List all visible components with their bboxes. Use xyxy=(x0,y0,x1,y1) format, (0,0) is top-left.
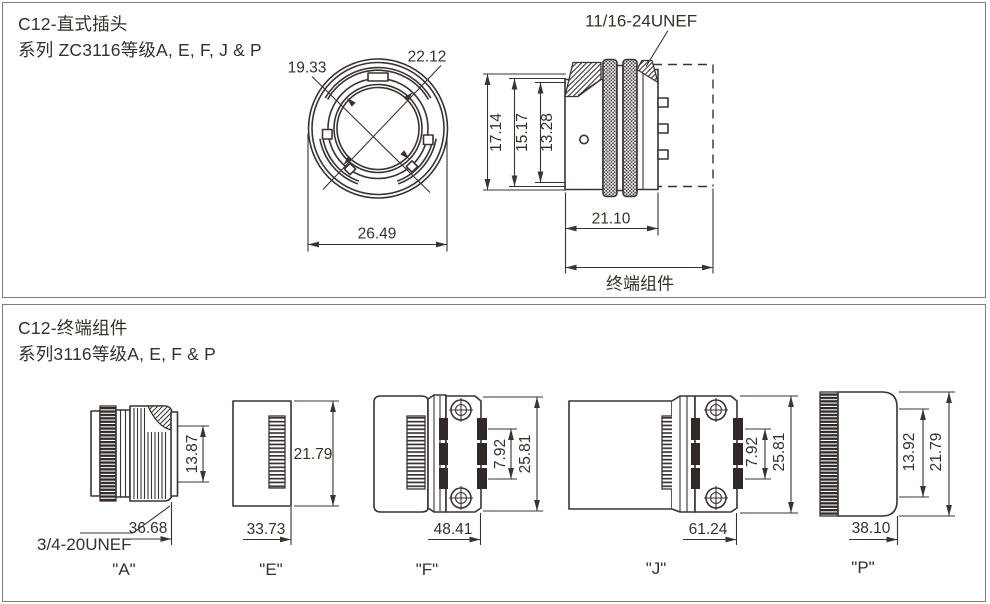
cable-clamp-hatch xyxy=(564,61,602,98)
dim-j-height: 25.81 xyxy=(740,395,798,514)
contact-pins xyxy=(657,97,669,160)
screw-bottom xyxy=(704,486,728,510)
dim-p-length-value: 38.10 xyxy=(852,520,891,537)
mount-plate xyxy=(694,395,738,513)
dim-22-12-value: 22.12 xyxy=(408,49,447,66)
panel2-title: C12-终端组件 xyxy=(18,318,128,338)
keyway-bottom-right xyxy=(405,160,419,173)
rail-left xyxy=(691,418,700,489)
dim-19-33-value: 19.33 xyxy=(288,60,327,77)
dim-26-49-value: 26.49 xyxy=(358,226,397,243)
view-f: 7.92 25.81 48.41 "F" xyxy=(373,394,543,579)
dim-terminal-assembly: 终端组件 xyxy=(565,188,714,294)
dim-p-inner-height: 13.92 xyxy=(899,408,929,498)
dim-j-length-value: 61.24 xyxy=(689,521,728,538)
screw-bottom xyxy=(449,486,473,510)
view-f-label: "F" xyxy=(416,560,438,579)
keyway-top xyxy=(367,72,389,82)
dim-13-28-value: 13.28 xyxy=(539,113,556,152)
screw-top xyxy=(704,398,728,422)
view-p: 13.92 21.79 38.10 "P" xyxy=(819,391,955,577)
dim-17-14-value: 17.14 xyxy=(488,113,505,152)
panel2-subtitle: 系列3116等级A, E, F & P xyxy=(18,344,216,364)
dim-19-33: 19.33 xyxy=(288,60,431,193)
keyway-bottom-left xyxy=(343,162,357,176)
dim-a-length: 36.68 xyxy=(127,502,173,545)
dim-26-49: 26.49 xyxy=(307,133,448,252)
thread-label: 11/16-24UNEF xyxy=(585,12,697,31)
dim-f-height: 25.81 xyxy=(483,396,543,512)
knurl-strip xyxy=(819,391,839,517)
screw-top xyxy=(449,398,473,422)
dim-15-17: 15.17 xyxy=(509,77,566,188)
panel-straight-plug: 19.33 22.12 26.49 xyxy=(2,2,986,298)
dim-17-14: 17.14 xyxy=(483,73,566,191)
view-p-label: "P" xyxy=(851,558,874,577)
dim-f-length: 48.41 xyxy=(428,513,482,545)
dim-f-inner-height: 7.92 xyxy=(488,428,517,480)
dim-13-28: 13.28 xyxy=(535,81,566,184)
front-shell xyxy=(636,68,659,191)
dim-f-height-value: 25.81 xyxy=(517,435,534,474)
knurl-band-front xyxy=(622,58,638,198)
rings xyxy=(115,409,131,498)
terminal-drawing: 13.87 36.68 3/4-20UNEF "A" 21.79 33.73 "… xyxy=(37,391,955,579)
dim-a-length-value: 36.68 xyxy=(129,520,168,537)
shell-hole xyxy=(578,134,589,145)
plug-side-view: 11/16-24UNEF 17.14 15.17 13.28 21.10 xyxy=(483,12,714,294)
dim-f-length-value: 48.41 xyxy=(434,521,473,538)
dim-j-inner-height: 7.92 xyxy=(744,428,771,480)
dim-e-length: 33.73 xyxy=(243,507,292,545)
dim-p-inner-value: 13.92 xyxy=(901,433,918,472)
front-flange xyxy=(170,411,179,497)
dim-e-length-value: 33.73 xyxy=(247,521,286,538)
dim-p-height-value: 21.79 xyxy=(928,433,945,472)
view-j-label: "J" xyxy=(646,559,667,578)
phantom-outline xyxy=(653,63,714,188)
knurl-band xyxy=(99,405,117,502)
dim-22-12: 22.12 xyxy=(322,49,447,190)
dim-j-height-value: 25.81 xyxy=(771,433,788,472)
dim-f-inner-value: 7.92 xyxy=(492,439,509,469)
dim-a-height: 13.87 xyxy=(178,425,209,483)
dim-e-height-value: 21.79 xyxy=(294,446,333,463)
mount-plate xyxy=(445,395,482,513)
keyway-left xyxy=(321,128,333,140)
plug-front-view: 19.33 22.12 26.49 xyxy=(288,49,449,252)
rear-ring xyxy=(90,410,101,497)
thread-callout: 11/16-24UNEF xyxy=(585,12,697,67)
panel1-title: C12-直式插头 xyxy=(18,14,128,34)
knurl-strip xyxy=(406,415,426,490)
plug-drawing: 19.33 22.12 26.49 xyxy=(288,12,714,294)
keyway-right xyxy=(422,134,434,146)
rail-right xyxy=(477,418,487,489)
dim-21-10-value: 21.10 xyxy=(592,211,631,228)
view-e: 21.79 33.73 "E" xyxy=(232,400,339,579)
dim-j-length: 61.24 xyxy=(683,513,738,545)
ring-spacer xyxy=(616,64,624,192)
dim-a-height-value: 13.87 xyxy=(184,435,201,474)
dim-e-height: 21.79 xyxy=(294,400,339,507)
thread-label-a: 3/4-20UNEF xyxy=(37,535,131,554)
body xyxy=(837,391,898,517)
panel-terminal-assembly: 13.87 36.68 3/4-20UNEF "A" 21.79 33.73 "… xyxy=(2,304,986,602)
knurl-strip xyxy=(268,415,286,489)
view-a: 13.87 36.68 3/4-20UNEF "A" xyxy=(37,405,209,579)
dim-j-inner-value: 7.92 xyxy=(744,437,761,467)
knurl-band-rear xyxy=(602,58,618,198)
thread-callout-a: 3/4-20UNEF xyxy=(37,505,171,554)
dim-21-10: 21.10 xyxy=(564,192,659,274)
rear-shell xyxy=(568,400,673,510)
view-a-label: "A" xyxy=(112,560,135,579)
dim-p-length: 38.10 xyxy=(849,516,899,545)
view-e-label: "E" xyxy=(259,560,282,579)
dim-p-height: 21.79 xyxy=(899,391,955,517)
panel1-subtitle: 系列 ZC3116等级A, E, F, J & P xyxy=(18,40,262,60)
thread-hatch xyxy=(636,59,659,84)
terminal-assembly-label: 终端组件 xyxy=(606,275,674,294)
rail-right xyxy=(733,418,743,489)
view-j: 7.92 25.81 61.24 "J" xyxy=(568,395,798,578)
rail-left xyxy=(439,418,448,489)
dim-15-17-value: 15.17 xyxy=(514,113,531,152)
